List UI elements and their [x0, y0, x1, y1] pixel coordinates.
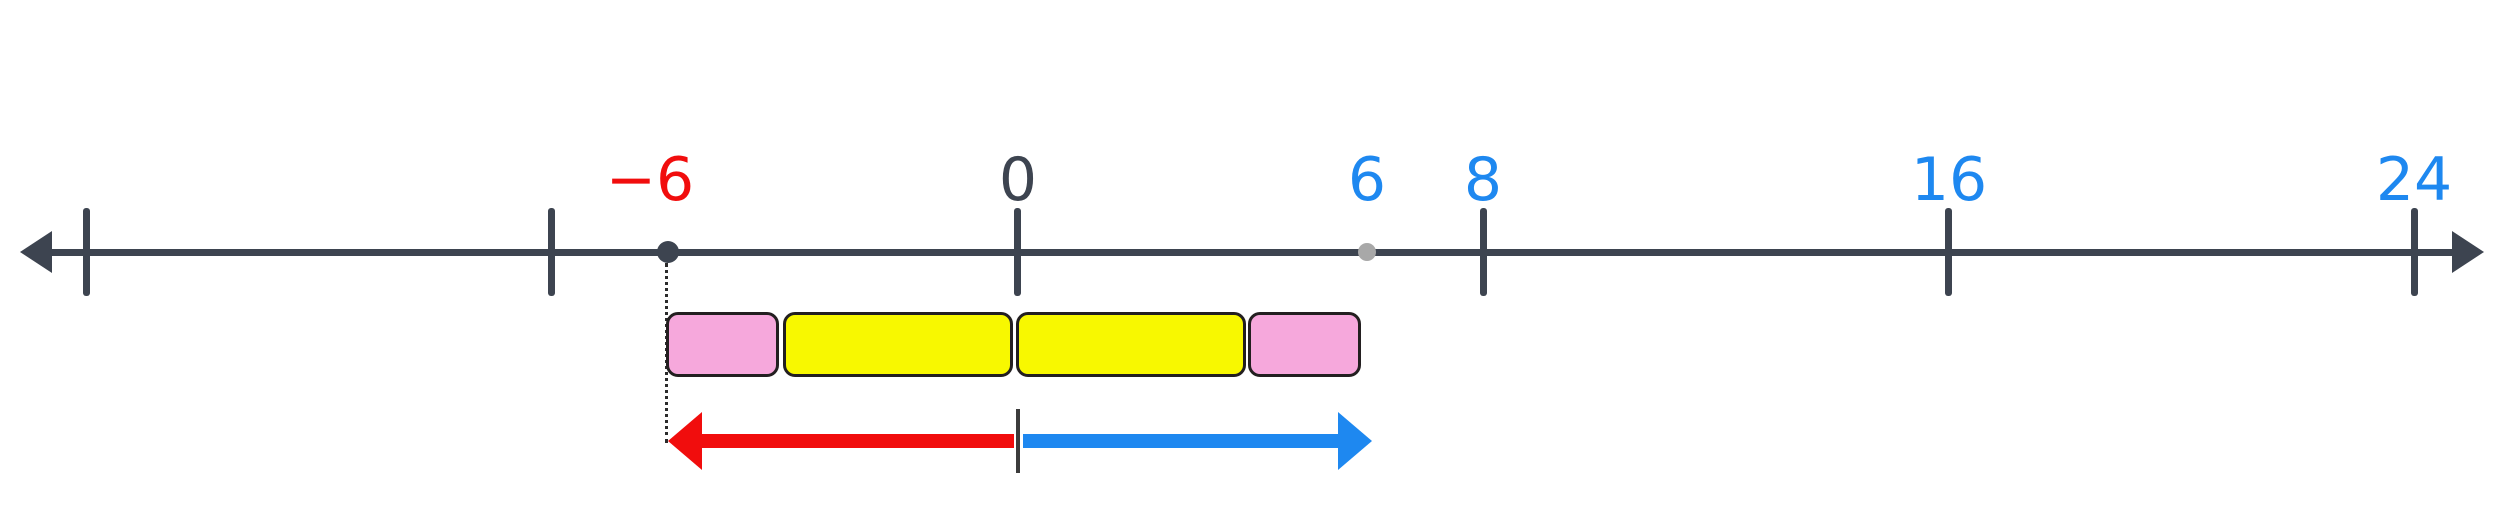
tick-mark [1480, 208, 1487, 296]
point-dot [657, 241, 679, 263]
blue-arrowhead-icon [1338, 412, 1372, 470]
tick-mark [1945, 208, 1952, 296]
tick-mark [83, 208, 90, 296]
tick-label: 24 [2375, 145, 2453, 215]
tape-block-yellow [1016, 312, 1246, 377]
tick-mark [548, 208, 555, 296]
point-label: −6 [605, 145, 695, 215]
axis-arrowhead-right-icon [2452, 231, 2484, 273]
point-dot [1358, 243, 1376, 261]
blue-arrow-shaft [1023, 434, 1342, 448]
tick-mark [2411, 208, 2418, 296]
tape-block-yellow [783, 312, 1013, 377]
number-line-axis [38, 249, 2466, 256]
tick-label: 0 [998, 145, 1038, 215]
tick-label: 8 [1463, 145, 1503, 215]
arrow-divider [1016, 409, 1020, 473]
tape-block-pink [1248, 312, 1361, 377]
axis-arrowhead-left-icon [20, 231, 52, 273]
point-label: 6 [1347, 145, 1387, 215]
tick-mark [1014, 208, 1021, 296]
red-arrow-shaft [698, 434, 1014, 448]
tape-block-pink [666, 312, 779, 377]
red-arrowhead-icon [668, 412, 702, 470]
tick-label: 16 [1910, 145, 1988, 215]
